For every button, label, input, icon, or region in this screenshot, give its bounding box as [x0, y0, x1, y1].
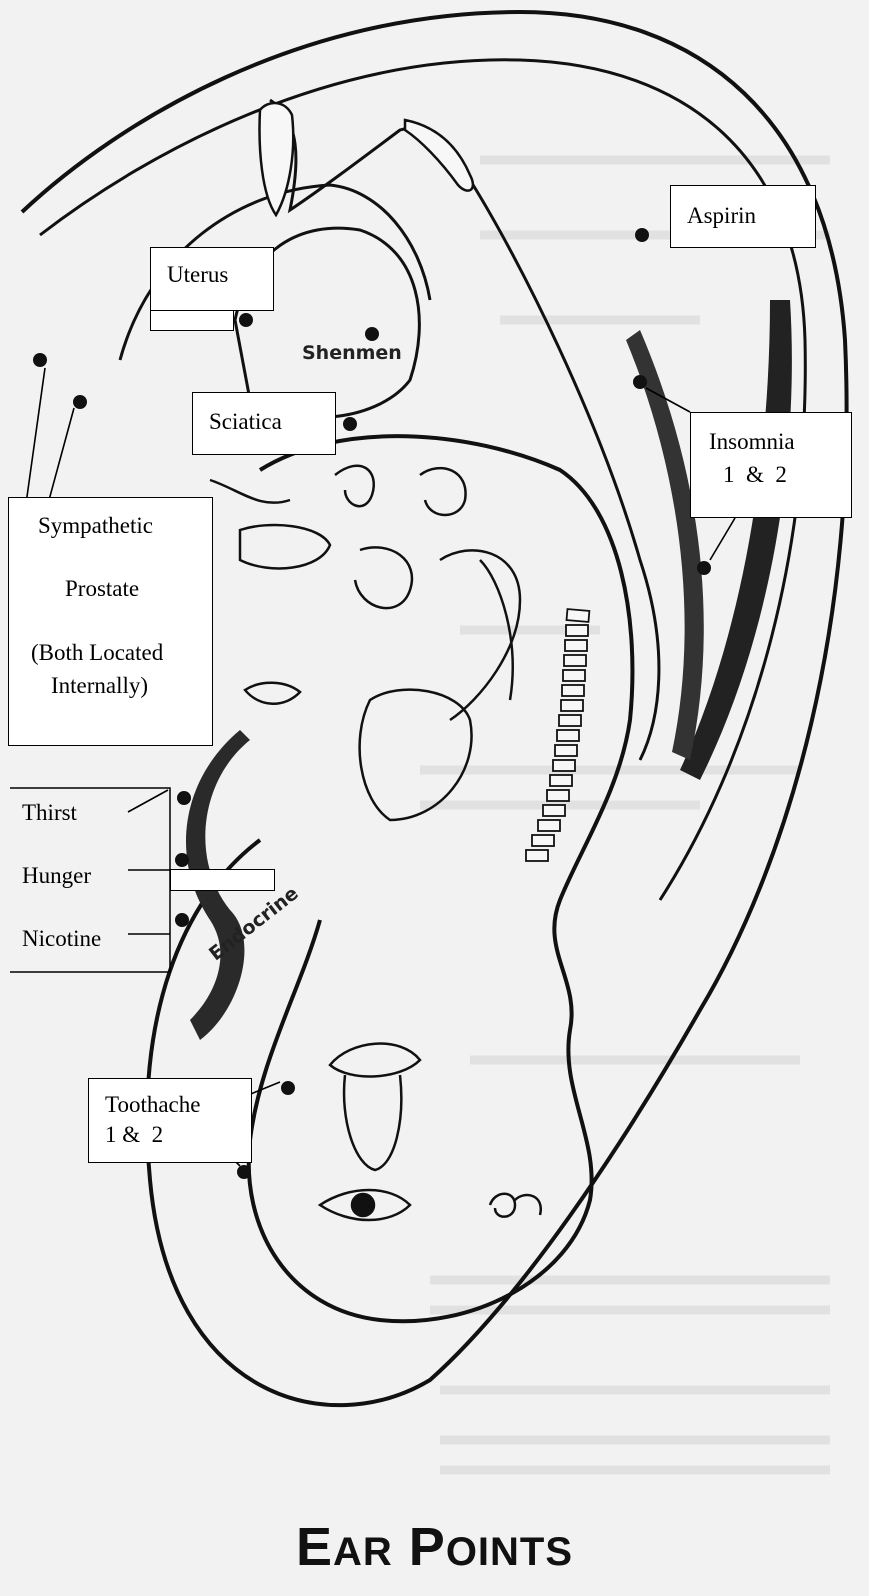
point-sympathetic	[33, 353, 47, 367]
point-insomnia-1	[633, 375, 647, 389]
hunger-sub-box	[170, 869, 275, 891]
point-prostate	[73, 395, 87, 409]
page-title: EAR POINTS	[0, 1516, 869, 1578]
inner-ear-glyph	[490, 1194, 541, 1217]
hand	[405, 120, 473, 191]
title-rest-oints: OINTS	[446, 1530, 573, 1574]
concha	[249, 436, 633, 1321]
sciatica-label-box: Sciatica	[192, 392, 336, 455]
prostate-label: Prostate	[65, 575, 139, 603]
point-toothache-2	[237, 1165, 251, 1179]
title-initial-e: E	[296, 1517, 333, 1577]
earlobe-features	[320, 1044, 541, 1220]
mouth-lips	[330, 1044, 420, 1077]
toothache-label-box: Toothache 1 & 2	[88, 1078, 252, 1163]
point-sciatica	[343, 417, 357, 431]
point-insomnia-2	[697, 561, 711, 575]
point-nicotine	[175, 913, 189, 927]
insomnia-label-box: Insomnia 1 & 2	[690, 412, 852, 518]
point-shenmen	[365, 327, 379, 341]
sympathetic-prostate-label-box: Sympathetic Prostate (Both Located Inter…	[8, 497, 213, 746]
point-toothache-1	[281, 1081, 295, 1095]
tongue	[344, 1075, 401, 1170]
sciatica-label: Sciatica	[209, 408, 282, 436]
shenmen-label: Shenmen	[302, 342, 402, 364]
aspirin-label: Aspirin	[687, 202, 756, 230]
title-rest-ar: AR	[333, 1530, 393, 1574]
antihelix-shading	[626, 330, 704, 760]
spine	[526, 609, 589, 861]
uterus-sub-box	[150, 310, 234, 331]
point-hunger	[175, 853, 189, 867]
sympathetic-label: Sympathetic	[38, 512, 153, 540]
background-text-texture	[420, 160, 830, 1470]
internal-note-line2: Internally)	[51, 672, 148, 700]
toothache-label-line2: 1 & 2	[105, 1121, 163, 1149]
uterus-label-box: Uterus	[150, 247, 274, 311]
hunger-label: Hunger	[22, 863, 91, 889]
uterus-label: Uterus	[167, 261, 228, 289]
title-initial-p: P	[409, 1517, 446, 1577]
aspirin-label-box: Aspirin	[670, 185, 816, 248]
point-thirst	[177, 791, 191, 805]
insomnia-label-line1: Insomnia	[709, 428, 795, 456]
internal-note-line1: (Both Located	[31, 639, 163, 667]
point-uterus	[239, 313, 253, 327]
toothache-label-line1: Toothache	[105, 1091, 200, 1119]
insomnia-label-line2: 1 & 2	[723, 461, 787, 489]
nicotine-label: Nicotine	[22, 926, 101, 952]
thirst-label: Thirst	[22, 800, 77, 826]
point-aspirin	[635, 228, 649, 242]
